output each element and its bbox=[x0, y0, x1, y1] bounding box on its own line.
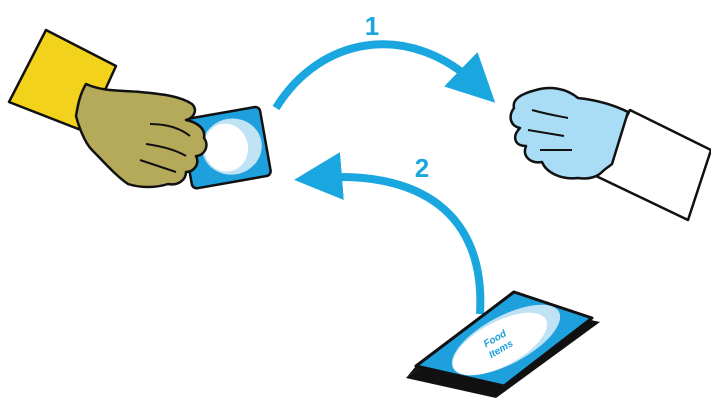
hand-holding-card-icon bbox=[76, 84, 206, 187]
step-2-number: 2 bbox=[415, 153, 429, 183]
step-1-number: 1 bbox=[365, 11, 379, 41]
gloved-hand-icon bbox=[511, 88, 628, 178]
right-hand-group bbox=[511, 88, 711, 220]
left-hand-group bbox=[9, 30, 271, 189]
arrow-step-1: 1 bbox=[276, 11, 478, 108]
smartphone-icon: Food Items bbox=[406, 290, 600, 398]
arrow-step-2: 2 bbox=[318, 153, 480, 314]
